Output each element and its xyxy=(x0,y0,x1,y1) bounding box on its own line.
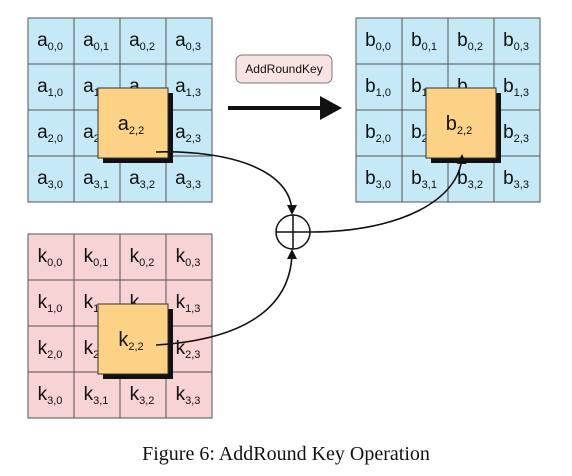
cell-label: k0,0 xyxy=(38,246,63,269)
cell-label: k0,2 xyxy=(130,246,155,269)
cell-label: b0,1 xyxy=(411,30,437,53)
cell-label: b1,3 xyxy=(503,76,529,99)
matrix-cell xyxy=(493,109,541,157)
cell-label: a1,0 xyxy=(37,76,63,99)
matrix-cell xyxy=(119,371,167,419)
cell-label: b3,3 xyxy=(503,168,529,191)
matrix-cell xyxy=(27,155,75,203)
cell-label: b2,3 xyxy=(503,122,529,145)
connector-k-to-xor xyxy=(155,249,297,346)
matrix-cell xyxy=(73,155,121,203)
cell-label: a1,3 xyxy=(175,76,201,99)
cell-label: b0,2 xyxy=(457,30,483,53)
matrix-cell xyxy=(27,17,75,65)
cell-label: b0,3 xyxy=(503,30,529,53)
matrix-cell xyxy=(355,17,403,65)
matrix-cell xyxy=(73,17,121,65)
matrix-a: a0,0a0,1a0,2a0,3a1,0a1,1a1,2a1,3a2,0a2,1… xyxy=(27,17,213,203)
cell-label: k2,0 xyxy=(38,338,63,361)
operation-arrow-icon xyxy=(228,96,342,120)
cell-label: b2,2 xyxy=(446,113,472,137)
matrix-cell xyxy=(27,63,75,111)
cell-label: k1,3 xyxy=(176,292,201,315)
matrix-cell xyxy=(27,233,75,281)
matrix-b-highlight-cell: b2,2 xyxy=(425,87,501,163)
matrix-cell xyxy=(119,17,167,65)
cell-label: b0,0 xyxy=(365,30,391,53)
operation-label-text: AddRoundKey xyxy=(245,62,322,76)
operation-label: AddRoundKey xyxy=(235,54,333,84)
matrix-cell xyxy=(493,155,541,203)
matrix-cell xyxy=(493,63,541,111)
arrow-head xyxy=(320,96,342,120)
matrix-k: k0,0k0,1k0,2k0,3k1,0k1,1k1,2k1,3k2,0k2,1… xyxy=(27,233,213,419)
matrix-cell xyxy=(165,155,213,203)
cell-label: k3,1 xyxy=(84,384,109,407)
cell-label: a0,1 xyxy=(83,30,109,53)
cell-label: b3,1 xyxy=(411,168,437,191)
connector-a-to-xor xyxy=(155,151,297,215)
matrix-cell xyxy=(27,109,75,157)
cell-label: k0,3 xyxy=(176,246,201,269)
cell-label: k2,2 xyxy=(118,329,143,353)
matrix-cell xyxy=(165,371,213,419)
connector-xor-to-b xyxy=(309,154,467,233)
figure-caption: Figure 6: AddRound Key Operation xyxy=(142,443,430,465)
xor-operator-icon xyxy=(275,214,311,250)
highlight-box xyxy=(97,87,169,159)
matrix-cell xyxy=(447,17,495,65)
cell-label: a2,2 xyxy=(118,113,144,137)
diagram-canvas: a0,0a0,1a0,2a0,3a1,0a1,1a1,2a1,3a2,0a2,1… xyxy=(27,17,541,419)
highlight-box xyxy=(97,303,169,375)
matrix-cell xyxy=(355,155,403,203)
matrix-cell xyxy=(165,325,213,373)
cell-label: k2,3 xyxy=(176,338,201,361)
cell-label: k0,1 xyxy=(84,246,109,269)
matrix-cell xyxy=(355,63,403,111)
cell-label: a2,0 xyxy=(37,122,63,145)
matrix-cell xyxy=(165,279,213,327)
cell-label: a0,3 xyxy=(175,30,201,53)
matrix-cell xyxy=(165,17,213,65)
cell-label: a0,0 xyxy=(37,30,63,53)
matrix-cell xyxy=(165,63,213,111)
matrix-cell xyxy=(73,371,121,419)
operation-label-box xyxy=(235,54,333,84)
cell-label: b3,0 xyxy=(365,168,391,191)
matrix-cell xyxy=(119,233,167,281)
cell-label: k3,0 xyxy=(38,384,63,407)
cell-label: a3,1 xyxy=(83,168,109,191)
cell-label: a2,3 xyxy=(175,122,201,145)
cell-label: k3,3 xyxy=(176,384,201,407)
matrix-b: b0,0b0,1b0,2b0,3b1,0b1,1b1,2b1,3b2,0b2,1… xyxy=(355,17,541,203)
cell-label: a0,2 xyxy=(129,30,155,53)
matrix-cell xyxy=(165,109,213,157)
cell-label: b2,0 xyxy=(365,122,391,145)
cell-label: k1,0 xyxy=(38,292,63,315)
matrix-k-highlight-cell: k2,2 xyxy=(97,303,173,379)
cell-label: a3,3 xyxy=(175,168,201,191)
cell-label: k3,2 xyxy=(130,384,155,407)
cell-label: a3,2 xyxy=(129,168,155,191)
cell-label: b3,2 xyxy=(457,168,483,191)
matrix-cell xyxy=(73,233,121,281)
highlight-box xyxy=(425,87,497,159)
cell-label: b1,0 xyxy=(365,76,391,99)
cell-label: a3,0 xyxy=(37,168,63,191)
